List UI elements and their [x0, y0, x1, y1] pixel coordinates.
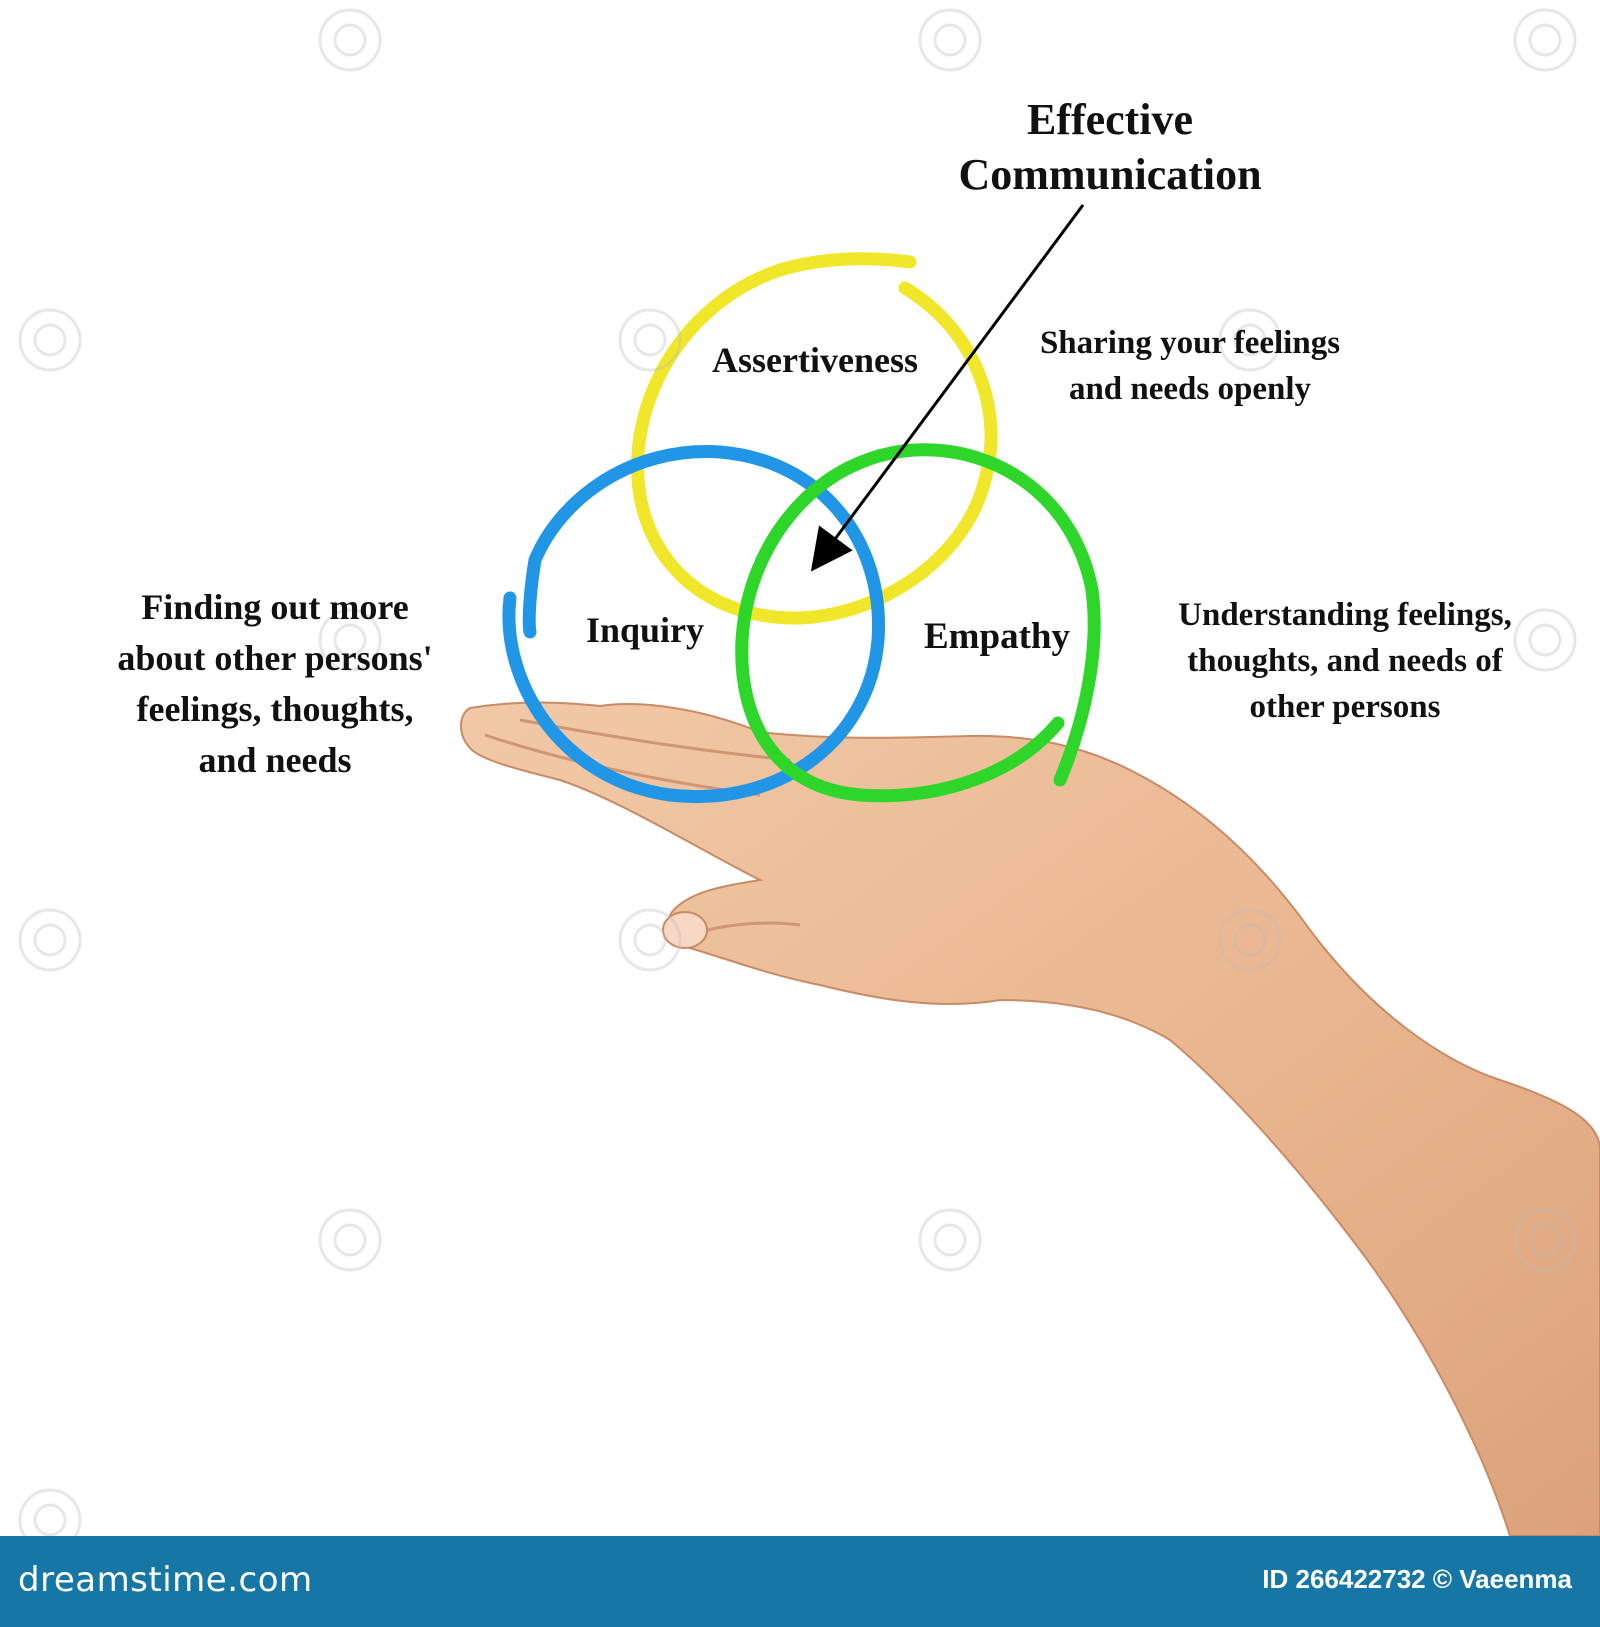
image-id-credit: ID 266422732 © Vaeenma — [1262, 1564, 1572, 1594]
diagram-title: Effective Communication — [958, 95, 1262, 199]
diagram-stage: Effective Communication Assertiveness In… — [18, 8, 1600, 1536]
stock-footer-bar: dreamstime.com ID 266422732 © Vaeenma — [0, 1536, 1600, 1627]
inquiry-description: Finding out more about other persons' fe… — [117, 587, 433, 781]
thumbnail — [662, 911, 708, 949]
assertiveness-description: Sharing your feelings and needs openly — [1039, 325, 1341, 408]
inquiry-circle — [502, 445, 886, 803]
title-pointer-arrow — [810, 204, 1085, 572]
empathy-circle — [735, 443, 1101, 803]
inquiry-label: Inquiry — [585, 610, 705, 650]
assertiveness-circle — [631, 252, 998, 625]
watermark-spirals — [18, 8, 1577, 1536]
diagram-svg — [18, 8, 1600, 1536]
empathy-description: Understanding feelings, thoughts, and ne… — [1178, 597, 1512, 726]
brand-logo: dreamstime.com — [18, 1560, 313, 1600]
empathy-label: Empathy — [924, 616, 1070, 657]
assertiveness-label: Assertiveness — [712, 340, 918, 380]
hand-photo — [460, 701, 1600, 1536]
